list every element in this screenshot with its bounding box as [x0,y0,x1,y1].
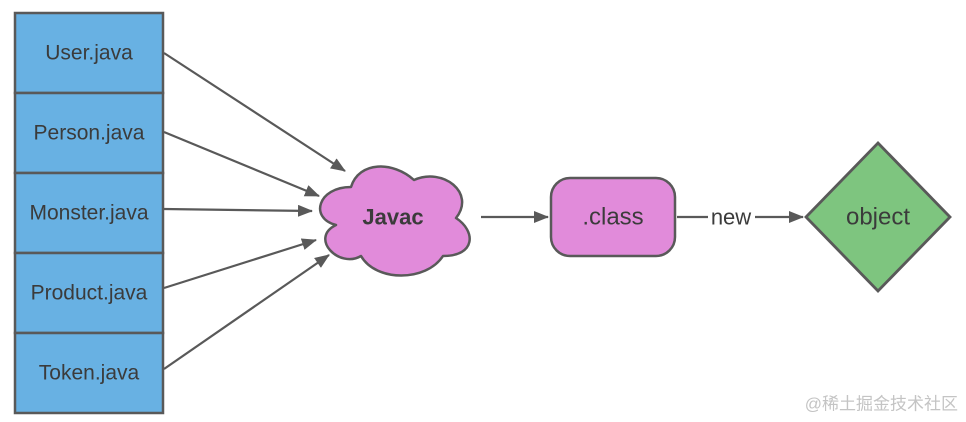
node-javac-cloud: Javac [318,165,471,277]
node-person-java: Person.java [13,91,165,175]
source-file-label: Monster.java [29,202,148,225]
node-user-java: User.java [13,11,165,95]
node-token-java: Token.java [13,331,165,415]
source-file-box [13,11,165,95]
node-class-file: .class [549,176,677,258]
edge-label-new: new [711,205,751,230]
arrow-user-to-javac [163,52,346,172]
edge-class-to-object: new [677,203,804,231]
watermark: @稀土掘金技术社区 [805,395,958,414]
source-file-label: Person.java [34,122,145,145]
source-file-box [13,331,165,415]
node-product-java: Product.java [13,251,165,335]
arrow-token-to-javac [163,254,330,370]
javac-label: Javac [362,205,423,230]
class-file-label: .class [582,204,643,231]
source-file-box [13,91,165,175]
class-file-box [549,176,677,258]
arrow-person-to-javac [163,130,320,198]
source-files-group: User.java Person.java Monster.java Produ… [13,11,165,415]
cloud-shape [318,165,471,277]
source-file-label: Token.java [39,362,140,385]
object-label: object [846,204,910,231]
arrow-product-to-javac [163,238,317,290]
source-file-box [13,251,165,335]
arrow-monster-to-javac [163,204,313,217]
node-object: object [804,140,952,294]
compile-arrows-group [163,52,346,370]
source-file-label: Product.java [31,282,148,305]
object-diamond [804,140,952,294]
source-file-label: User.java [45,42,133,65]
edge-label-background [708,203,755,231]
node-monster-java: Monster.java [13,171,165,255]
